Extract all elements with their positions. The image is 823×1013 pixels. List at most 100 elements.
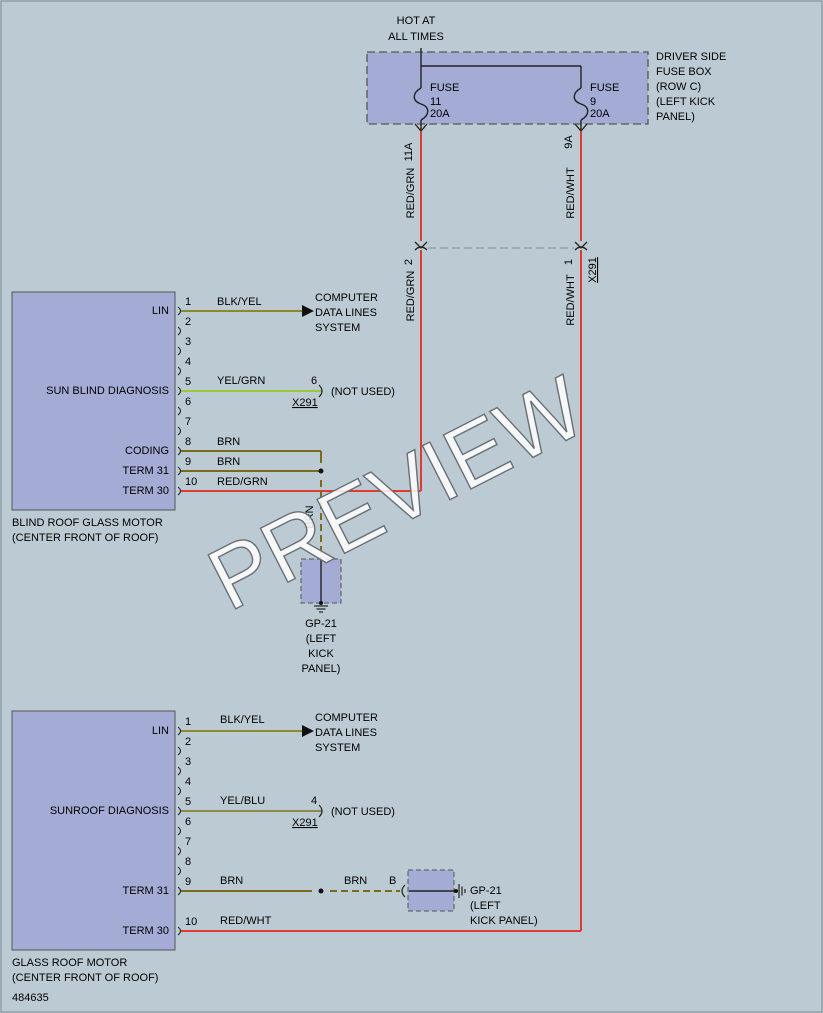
wire-label-red-grn-upper: RED/GRN <box>405 168 417 219</box>
ground2-pin: B <box>389 875 396 887</box>
glass-motor-term31-label: TERM 31 <box>123 885 169 897</box>
blind-pin-1: 1 <box>185 296 191 308</box>
x291-pin-red-grn: 2 <box>403 259 415 265</box>
glass-pin-4: 4 <box>185 776 191 788</box>
fuse-box-label-line5: PANEL) <box>656 111 695 123</box>
glass-motor-box <box>11 710 176 951</box>
diagram-id: 484635 <box>12 992 49 1004</box>
wire-label-brn-vertical: BRN <box>304 505 316 528</box>
wire-label-brn-glass-2: BRN <box>344 875 367 887</box>
wire-label-brn-term31: BRN <box>217 456 240 468</box>
wire-label-red-wht-lower: RED/WHT <box>565 274 577 326</box>
blind-motor-name-line2: (CENTER FRONT OF ROOF) <box>12 532 158 544</box>
ground-icon <box>458 884 466 898</box>
glass-motor-name-line2: (CENTER FRONT OF ROOF) <box>12 972 158 984</box>
glass-pin-3: 3 <box>185 756 191 768</box>
wire-label-yel-blu: YEL/BLU <box>220 795 265 807</box>
blind-pin-6: 6 <box>185 396 191 408</box>
splice-dot-2 <box>318 888 324 894</box>
glass-pin-10: 10 <box>185 916 197 928</box>
fuse-11-symbol <box>413 87 429 121</box>
computer-data2-line1: COMPUTER <box>315 712 378 724</box>
blind-pin-5: 5 <box>185 376 191 388</box>
arrow-icon <box>302 725 314 737</box>
x291-connector-label: X291 <box>587 257 599 283</box>
blind-pin-10: 10 <box>185 476 197 488</box>
x291-pin-red-wht: 1 <box>563 259 575 265</box>
computer-data-line2: DATA LINES <box>315 307 377 319</box>
ground2-name: GP-21 <box>470 885 502 897</box>
wire-label-red-grn-lower: RED/GRN <box>405 271 417 322</box>
blind-pin-3: 3 <box>185 336 191 348</box>
ground1-location-line2: KICK <box>308 648 334 660</box>
computer-data2-line2: DATA LINES <box>315 727 377 739</box>
computer-data-line3: SYSTEM <box>315 322 360 334</box>
fuse-box: HOT AT ALL TIMES FUSE 11 20A FUSE 9 20A … <box>366 15 726 161</box>
ground-icon <box>314 605 328 613</box>
wire-label-yel-grn: YEL/GRN <box>217 375 265 387</box>
glass-pin-9: 9 <box>185 876 191 888</box>
not-used-blind: (NOT USED) <box>331 386 395 398</box>
wire-label-red-wht-term30: RED/WHT <box>220 915 272 927</box>
wire-label-brn-coding: BRN <box>217 436 240 448</box>
computer-data-line1: COMPUTER <box>315 292 378 304</box>
fuse-box-outline <box>366 51 649 125</box>
arrow-icon <box>302 305 314 317</box>
fuse-11-number: 11 <box>430 96 441 108</box>
fuse-11-terminal: 11A <box>403 142 415 161</box>
supply-label-line2: ALL TIMES <box>388 31 444 43</box>
blind-pin-4: 4 <box>185 356 191 368</box>
wire-label-blk-yel-blind: BLK/YEL <box>217 296 262 308</box>
wire-label-red-grn-term30: RED/GRN <box>217 476 268 488</box>
fuse-9-rating: 20A <box>590 108 610 120</box>
glass-pin-5: 5 <box>185 796 191 808</box>
fuse-11-rating: 20A <box>430 108 450 120</box>
blind-pin-7: 7 <box>185 416 191 428</box>
fuse-9-terminal: 9A <box>563 135 575 149</box>
blind-motor-coding-label: CODING <box>125 445 169 457</box>
glass-pin-7: 7 <box>185 836 191 848</box>
fuse-9-number: 9 <box>590 96 596 108</box>
glass-pin-2: 2 <box>185 736 191 748</box>
blind-motor-term30-label: TERM 30 <box>123 485 169 497</box>
splice-dot <box>318 468 324 474</box>
blind-pin-8: 8 <box>185 436 191 448</box>
ground1-name: GP-21 <box>305 618 337 630</box>
glass-pin-8: 8 <box>185 856 191 868</box>
glass-motor-term30-label: TERM 30 <box>123 925 169 937</box>
ground1-location-line1: (LEFT <box>306 633 337 645</box>
x291-label-glass: X291 <box>292 817 318 829</box>
preview-watermark: PREVIEW <box>193 357 600 629</box>
fuse-box-label-line2: FUSE BOX <box>656 66 712 78</box>
ground2-location-line1: (LEFT <box>470 900 501 912</box>
blind-motor-name-line1: BLIND ROOF GLASS MOTOR <box>12 517 163 529</box>
fuse-9-symbol <box>573 87 589 121</box>
fuse-11-title: FUSE <box>430 82 459 94</box>
glass-motor-name-line1: GLASS ROOF MOTOR <box>12 957 127 969</box>
glass-pin-6: 6 <box>185 816 191 828</box>
blind-motor-diag-label: SUN BLIND DIAGNOSIS <box>46 385 169 397</box>
fuse-box-label-line1: DRIVER SIDE <box>656 51 726 63</box>
blind-motor-term31-label: TERM 31 <box>123 465 169 477</box>
glass-roof-motor: LIN SUNROOF DIAGNOSIS TERM 31 TERM 30 GL… <box>11 710 538 984</box>
ground2-location-line2: KICK PANEL) <box>470 915 538 927</box>
x291-pin-6: 6 <box>311 375 317 387</box>
blind-motor-box <box>11 291 176 511</box>
wire-label-red-wht-upper: RED/WHT <box>565 167 577 219</box>
glass-pin-1: 1 <box>185 716 191 728</box>
blind-pin-2: 2 <box>185 316 191 328</box>
glass-motor-lin-label: LIN <box>152 725 169 737</box>
glass-motor-diag-label: SUNROOF DIAGNOSIS <box>50 805 169 817</box>
fuse-box-label-line3: (ROW C) <box>656 81 701 93</box>
computer-data2-line3: SYSTEM <box>315 742 360 754</box>
fuse-9-title: FUSE <box>590 82 619 94</box>
fuse-box-label-line4: (LEFT KICK <box>656 96 716 108</box>
power-wires: RED/GRN RED/WHT 2 1 X291 RED/GRN RED/WHT <box>181 131 599 932</box>
blind-roof-glass-motor: LIN SUN BLIND DIAGNOSIS CODING TERM 31 T… <box>11 291 395 675</box>
x291-label-blind: X291 <box>292 397 318 409</box>
blind-motor-lin-label: LIN <box>152 305 169 317</box>
wire-label-blk-yel-glass: BLK/YEL <box>220 714 265 726</box>
not-used-glass: (NOT USED) <box>331 806 395 818</box>
